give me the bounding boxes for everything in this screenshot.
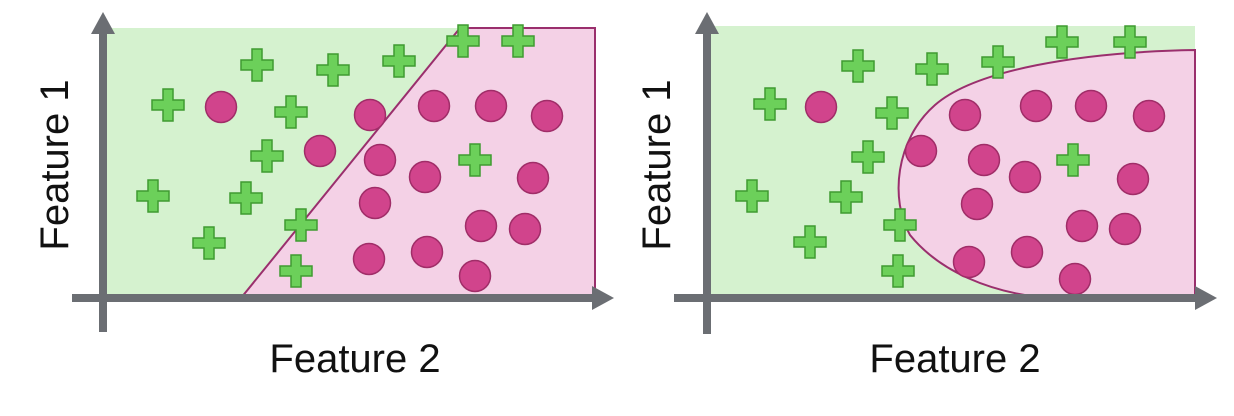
y-axis-arrowhead (695, 12, 719, 34)
circle-marker (904, 134, 938, 168)
x-axis-label: Feature 2 (869, 337, 1040, 381)
plus-marker (883, 208, 917, 242)
circle-marker (967, 143, 1001, 177)
plus-marker (1113, 25, 1147, 59)
circle-marker (508, 212, 542, 246)
plus-marker (1056, 143, 1090, 177)
plus-marker (240, 48, 274, 82)
plus-marker (136, 179, 170, 213)
circle-marker (530, 99, 564, 133)
circle-marker (464, 209, 498, 243)
x-axis-label: Feature 2 (269, 337, 440, 381)
circle-marker (410, 235, 444, 269)
circle-marker (948, 98, 982, 132)
plus-marker (841, 49, 875, 83)
plus-marker (793, 225, 827, 259)
plus-marker (279, 254, 313, 288)
circle-marker (303, 134, 337, 168)
data-points (136, 24, 564, 293)
plus-marker (274, 95, 308, 129)
circle-marker (1116, 162, 1150, 196)
plus-marker (151, 88, 185, 122)
circle-marker (1008, 160, 1042, 194)
circle-marker (1010, 235, 1044, 269)
plus-marker (915, 52, 949, 86)
circle-marker (1065, 209, 1099, 243)
circle-marker (204, 90, 238, 124)
circle-marker (1019, 89, 1053, 123)
x-axis-arrowhead (592, 286, 614, 310)
plus-marker (382, 44, 416, 78)
y-axis-label: Feature 1 (33, 79, 77, 250)
circle-marker (458, 259, 492, 293)
circle-marker (952, 245, 986, 279)
circle-marker (960, 187, 994, 221)
plus-marker (316, 53, 350, 87)
circle-marker (804, 90, 838, 124)
y-axis-arrowhead (91, 12, 115, 34)
plus-marker (753, 87, 787, 121)
plus-marker (501, 24, 535, 58)
circle-marker (353, 98, 387, 132)
plus-marker (881, 254, 915, 288)
circle-marker (408, 160, 442, 194)
plus-marker (284, 208, 318, 242)
nonlinear-boundary-panel: Feature 2 Feature 1 (635, 12, 1217, 381)
linear-boundary-panel: Feature 2 Feature 1 (33, 12, 614, 381)
plus-marker (229, 181, 263, 215)
circle-marker (1132, 99, 1166, 133)
plus-marker (192, 226, 226, 260)
plus-marker (875, 96, 909, 130)
plus-marker (829, 180, 863, 214)
circle-marker (417, 89, 451, 123)
circle-marker (1108, 212, 1142, 246)
plus-marker (446, 24, 480, 58)
circle-marker (1074, 89, 1108, 123)
plus-marker (1045, 25, 1079, 59)
circle-marker (358, 186, 392, 220)
plus-marker (735, 179, 769, 213)
circle-marker (363, 143, 397, 177)
circle-marker (352, 242, 386, 276)
data-points (735, 25, 1166, 296)
plus-marker (458, 143, 492, 177)
x-axis-arrowhead (1195, 286, 1217, 310)
circle-marker (1058, 262, 1092, 296)
plus-marker (250, 139, 284, 173)
circle-marker (474, 89, 508, 123)
plus-marker (981, 45, 1015, 79)
plus-marker (851, 140, 885, 174)
circle-marker (516, 161, 550, 195)
y-axis-label: Feature 1 (635, 79, 679, 250)
